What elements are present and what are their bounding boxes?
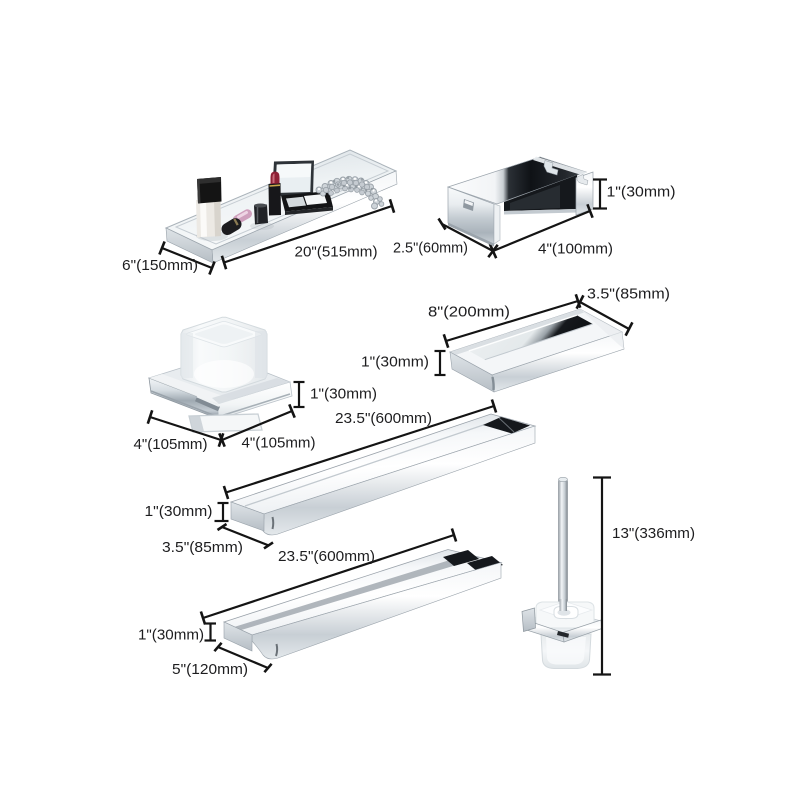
svg-text:3.5"(85mm): 3.5"(85mm) [587, 287, 670, 303]
svg-text:2.5"(60mm): 2.5"(60mm) [393, 241, 468, 257]
svg-text:20"(515mm): 20"(515mm) [295, 245, 378, 261]
svg-text:1"(30mm): 1"(30mm) [145, 504, 213, 520]
svg-text:1"(30mm): 1"(30mm) [138, 628, 204, 644]
svg-text:1"(30mm): 1"(30mm) [607, 185, 676, 201]
svg-text:23.5"(600mm): 23.5"(600mm) [335, 411, 432, 427]
svg-text:4"(105mm): 4"(105mm) [134, 437, 208, 453]
svg-text:3.5"(85mm): 3.5"(85mm) [162, 540, 243, 556]
svg-text:8"(200mm): 8"(200mm) [428, 305, 510, 321]
svg-text:13"(336mm): 13"(336mm) [612, 526, 695, 542]
svg-text:1"(30mm): 1"(30mm) [361, 355, 429, 371]
svg-text:4"(100mm): 4"(100mm) [538, 242, 613, 258]
svg-text:23.5"(600mm): 23.5"(600mm) [278, 549, 375, 565]
svg-text:1"(30mm): 1"(30mm) [310, 387, 377, 403]
svg-text:6"(150mm): 6"(150mm) [122, 258, 198, 274]
svg-text:4"(105mm): 4"(105mm) [242, 436, 316, 452]
svg-text:5"(120mm): 5"(120mm) [172, 662, 248, 678]
